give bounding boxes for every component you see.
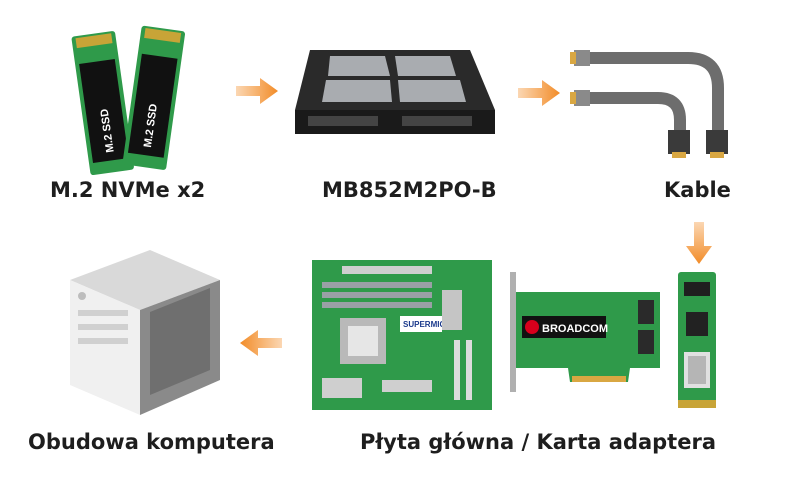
computer-case-illustration [70, 250, 220, 415]
case-label: Obudowa komputera [28, 430, 275, 454]
enclosure-label: MB852M2PO-B [322, 178, 497, 202]
motherboard-brand-text: SUPERMICRO [403, 320, 457, 329]
arrow-right-icon [236, 78, 278, 104]
pcie-adapter-card-illustration: BROADCOM [510, 272, 660, 392]
ssd-label: M.2 NVMe x2 [50, 178, 206, 202]
m2-adapter-card-illustration [678, 272, 716, 408]
motherboard-illustration: SUPERMICRO [312, 260, 492, 410]
cable-illustration [570, 50, 728, 158]
adapter-brand-text: BROADCOM [542, 323, 608, 335]
board-label: Płyta główna / Karta adaptera [360, 430, 716, 454]
arrow-right-icon [518, 80, 560, 106]
arrow-left-icon [240, 330, 282, 356]
enclosure-illustration [295, 50, 495, 134]
arrow-down-icon [686, 222, 712, 264]
cable-label: Kable [664, 178, 731, 202]
m2-ssd-illustration: M.2 SSD M.2 SSD [71, 25, 186, 176]
